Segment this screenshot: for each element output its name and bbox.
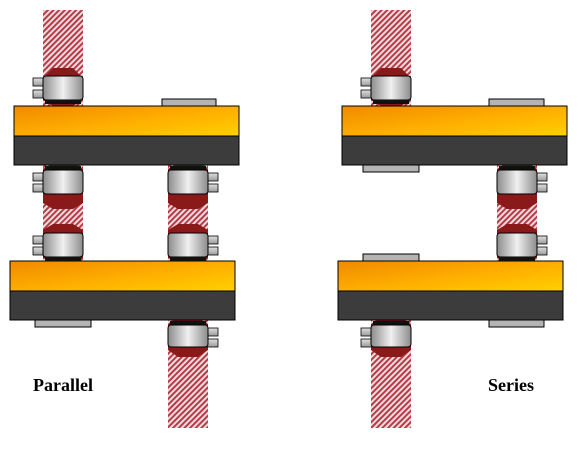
fitting [32,75,84,104]
parallel-label: Parallel [33,375,93,395]
fitting [167,321,219,348]
fitting [360,75,412,104]
fitting [167,232,219,261]
parallel-lower-plate [9,260,236,328]
fitting [32,232,84,261]
series-upper-plate [341,98,568,173]
series-lower-plate [337,253,564,328]
fitting [496,232,548,261]
fitting [32,166,84,195]
series-fittings [360,75,548,348]
fitting [167,166,219,195]
series-label: Series [488,375,534,395]
parallel-fittings [32,75,219,348]
parallel-upper-plate [13,98,240,166]
series-configuration [337,10,568,428]
parallel-configuration [9,10,240,428]
fitting [360,321,412,348]
fitting [496,166,548,195]
